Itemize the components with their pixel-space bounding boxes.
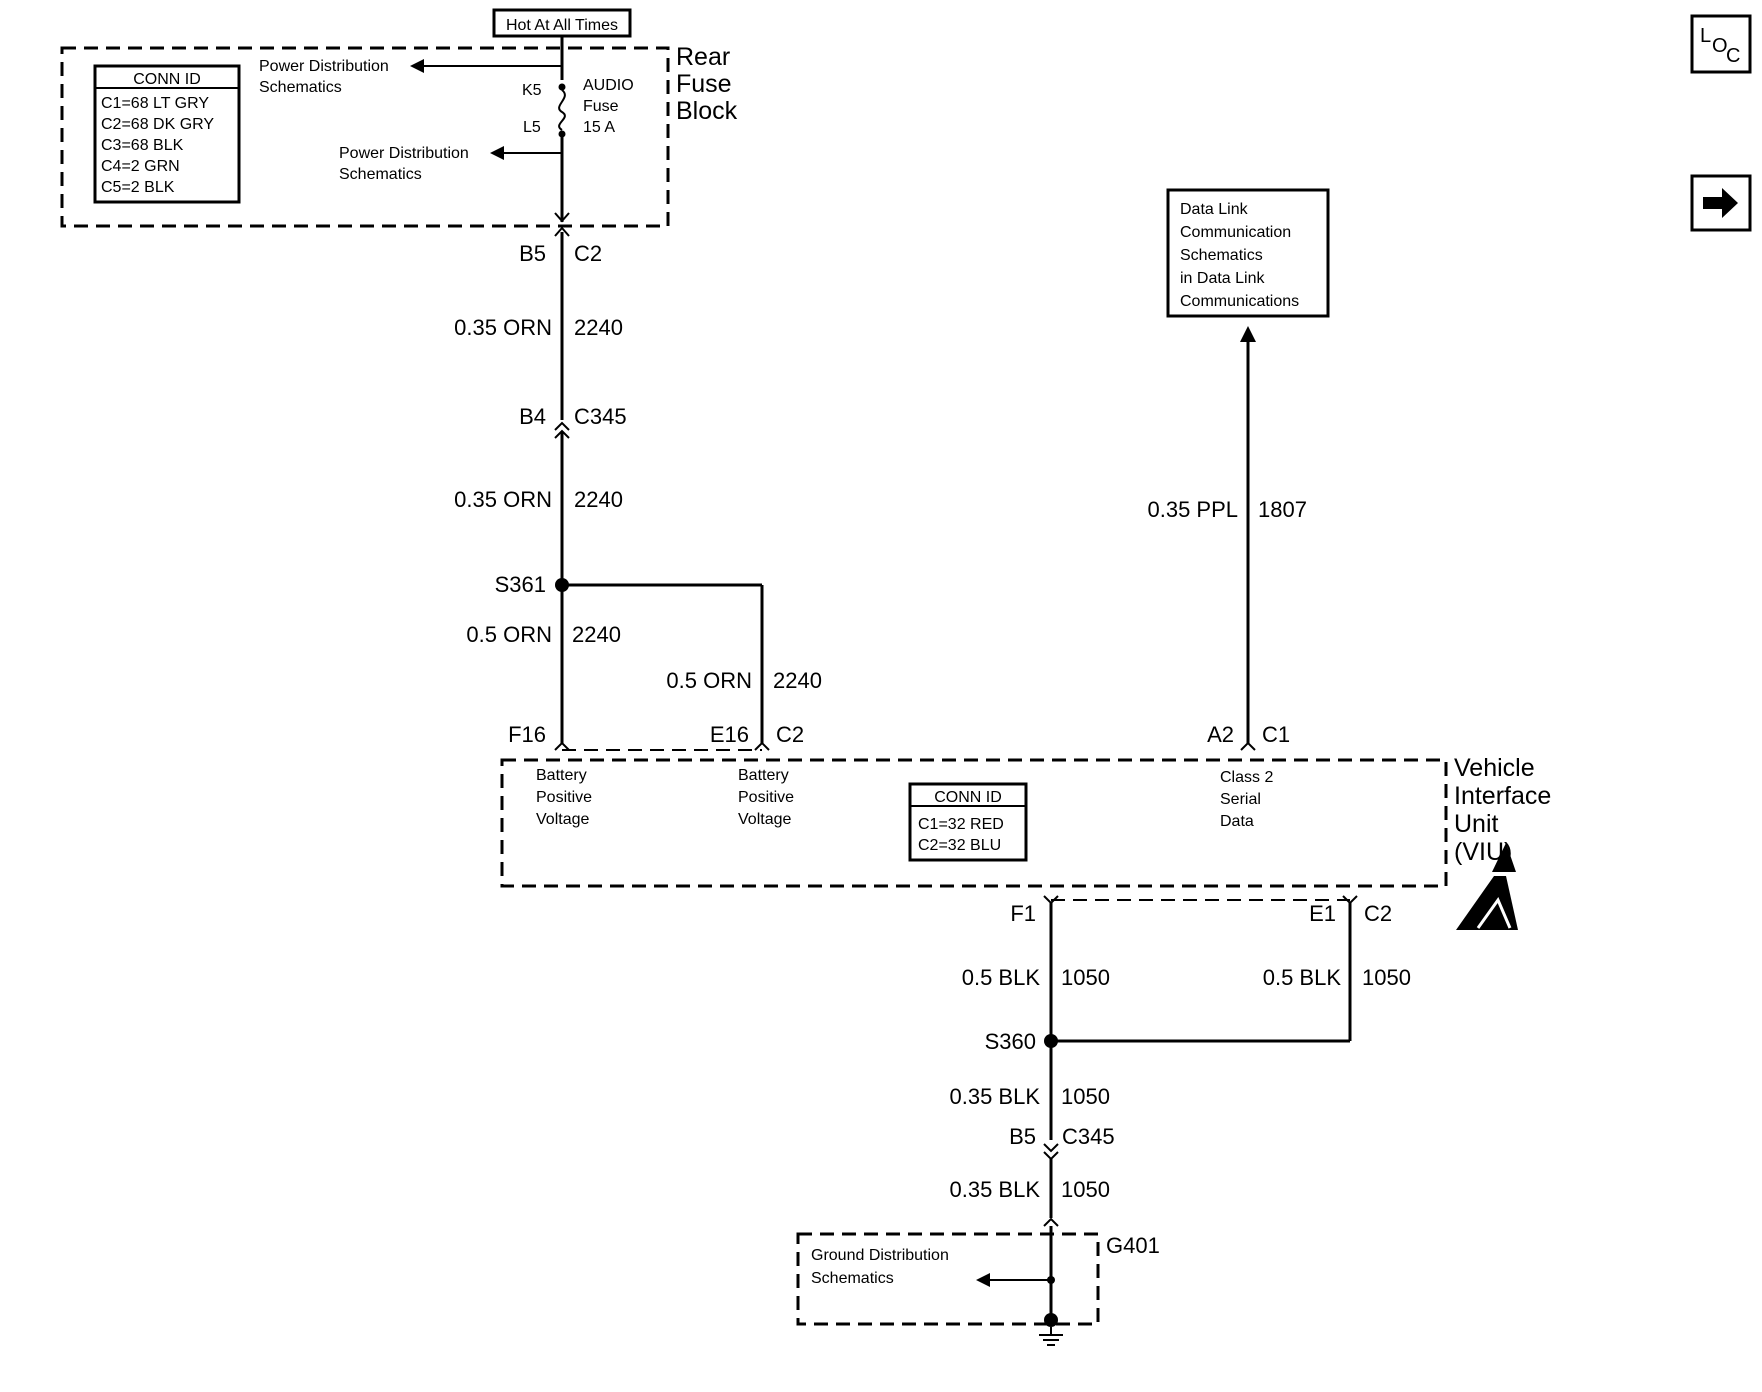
arrow-up-icon [1240, 326, 1256, 342]
conn-id-line: C3=68 BLK [101, 137, 184, 154]
viu-pin2-line: Voltage [738, 811, 791, 828]
pin-b5-low: B5 [1009, 1124, 1036, 1149]
connector-c345-top: C345 [574, 404, 627, 429]
hot-label: Hot At All Times [506, 17, 618, 34]
wire-3-number: 2240 [572, 622, 621, 647]
wire-2-size: 0.35 ORN [454, 487, 552, 512]
conn-id-line: C4=2 GRN [101, 158, 180, 175]
viu-pin2-line: Positive [738, 789, 794, 806]
pin-a2: A2 [1207, 722, 1234, 747]
fuse-k5: K5 [522, 82, 542, 99]
viu-conn-line: C1=32 RED [918, 816, 1004, 833]
power-dist-2-line1[interactable]: Power Distribution [339, 145, 469, 162]
wire-4-size: 0.5 ORN [666, 668, 752, 693]
loc-icon[interactable]: L O C [1690, 14, 1752, 74]
rear-fuse-conn-id: CONN ID C1=68 LT GRY C2=68 DK GRY C3=68 … [93, 64, 241, 204]
rear-fuse-block-name-2: Fuse [676, 70, 732, 98]
datalink-line: Data Link [1180, 201, 1249, 218]
viu-pin1-line: Positive [536, 789, 592, 806]
arrow-left-icon [410, 59, 424, 73]
datalink-line: Communication [1180, 224, 1291, 241]
connector-c345-low: C345 [1062, 1124, 1115, 1149]
rear-fuse-block-name-1: Rear [676, 43, 730, 71]
splice-s361-label: S361 [495, 572, 546, 597]
viu-name-3: Unit [1454, 810, 1499, 838]
pin-f1: F1 [1010, 901, 1036, 926]
rear-fuse-block-name-3: Block [676, 97, 738, 125]
fuse-symbol-icon [556, 80, 568, 153]
hot-label-box [492, 8, 632, 38]
datalink-box[interactable] [1166, 188, 1330, 318]
wire-6-size: 0.5 BLK [962, 965, 1041, 990]
viu-conn-title: CONN ID [934, 789, 1002, 806]
svg-text:C: C [1726, 45, 1740, 67]
conn-id-line: C1=68 LT GRY [101, 95, 209, 112]
ground-g401: G401 [1106, 1233, 1160, 1258]
viu-name-1: Vehicle [1454, 754, 1535, 782]
wire-7-size: 0.5 BLK [1263, 965, 1342, 990]
viu-pin3-line: Serial [1220, 791, 1261, 808]
esd-warning-icon [1456, 843, 1518, 930]
ground-symbol-icon [1039, 1327, 1063, 1346]
pin-e16: E16 [710, 722, 749, 747]
power-dist-1-line2[interactable]: Schematics [259, 79, 342, 96]
pin-f16: F16 [508, 722, 546, 747]
ground-dist-line1[interactable]: Ground Distribution [811, 1247, 949, 1264]
viu-pin1-line: Voltage [536, 811, 589, 828]
ground-eyelet [1044, 1313, 1058, 1327]
datalink-line: in Data Link [1180, 270, 1265, 287]
viu-conn-id: CONN ID C1=32 RED C2=32 BLU [908, 782, 1028, 862]
viu-pin1-line: Battery [536, 767, 587, 784]
viu-pin2-line: Battery [738, 767, 789, 784]
viu-outline [500, 758, 1448, 888]
svg-text:L: L [1700, 25, 1711, 47]
wire-4-number: 2240 [773, 668, 822, 693]
wire-6-number: 1050 [1061, 965, 1110, 990]
wire-9-number: 1050 [1061, 1177, 1110, 1202]
fuse-name-3: 15 A [583, 119, 615, 136]
ground-dist-line2[interactable]: Schematics [811, 1270, 894, 1287]
conn-id-title: CONN ID [133, 71, 201, 88]
wire-3-size: 0.5 ORN [466, 622, 552, 647]
wire-7-number: 1050 [1362, 965, 1411, 990]
conn-id-line: C5=2 BLK [101, 179, 175, 196]
fuse-l5: L5 [523, 119, 541, 136]
wire-5-number: 1807 [1258, 497, 1307, 522]
wire-5-size: 0.35 PPL [1147, 497, 1238, 522]
arrow-left-icon [976, 1273, 990, 1287]
connector-c1-mid: C1 [1262, 722, 1290, 747]
connector-c2-low: C2 [1364, 901, 1392, 926]
arrow-left-icon [490, 146, 504, 160]
wire-1-size: 0.35 ORN [454, 315, 552, 340]
viu-name-2: Interface [1454, 782, 1551, 810]
viu-conn-line: C2=32 BLU [918, 837, 1001, 854]
svg-text:O: O [1712, 35, 1728, 57]
power-dist-1-line1[interactable]: Power Distribution [259, 58, 389, 75]
conn-id-line: C2=68 DK GRY [101, 116, 214, 133]
pin-e1: E1 [1309, 901, 1336, 926]
rear-fuse-block-outline [60, 46, 670, 228]
wire-2-number: 2240 [574, 487, 623, 512]
datalink-line: Communications [1180, 293, 1299, 310]
pin-b4: B4 [519, 404, 546, 429]
connector-c2-mid: C2 [776, 722, 804, 747]
wire-8-number: 1050 [1061, 1084, 1110, 1109]
datalink-line: Schematics [1180, 247, 1263, 264]
viu-pin3-line: Class 2 [1220, 769, 1273, 786]
wire-9-size: 0.35 BLK [949, 1177, 1040, 1202]
arrow-right-icon[interactable] [1690, 174, 1752, 232]
viu-pin3-line: Data [1220, 813, 1254, 830]
pin-b5-top: B5 [519, 241, 546, 266]
wire-8-size: 0.35 BLK [949, 1084, 1040, 1109]
splice-s360-label: S360 [985, 1029, 1036, 1054]
splice-s360 [1044, 1034, 1058, 1048]
power-dist-2-line2[interactable]: Schematics [339, 166, 422, 183]
fuse-name-2: Fuse [583, 98, 619, 115]
connector-c2-top: C2 [574, 241, 602, 266]
fuse-name-1: AUDIO [583, 77, 634, 94]
wire-1-number: 2240 [574, 315, 623, 340]
ground-block-outline [796, 1232, 1100, 1326]
